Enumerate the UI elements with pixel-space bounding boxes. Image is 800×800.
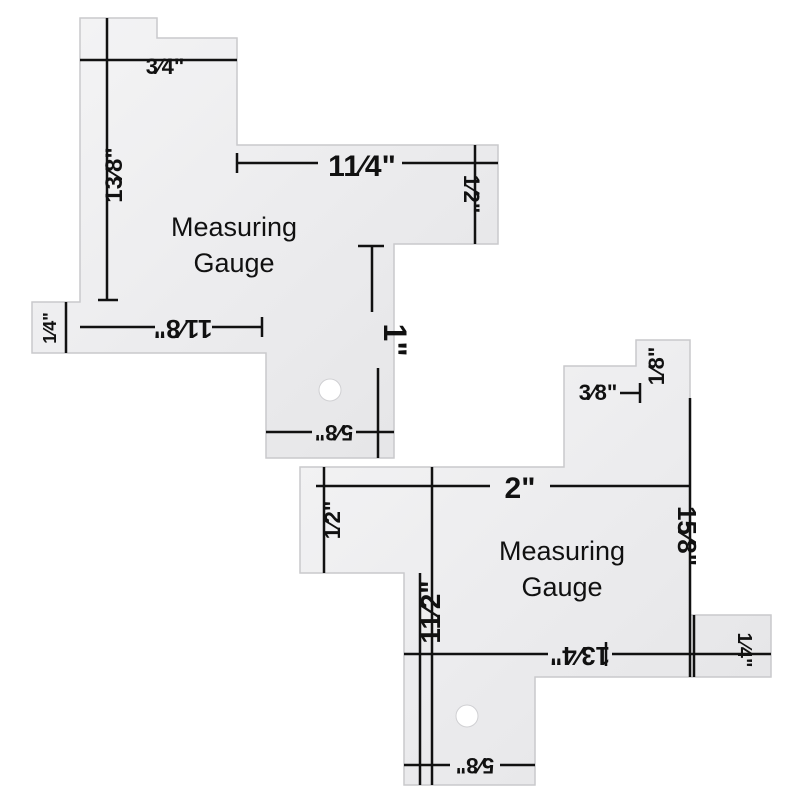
label-one-and-half-inch: 11⁄2" [415, 580, 446, 643]
label-five-eighths-inch: 5⁄8" [456, 753, 495, 778]
hanging-hole-2 [455, 704, 479, 728]
label-one-three-quarters-inch: 13⁄4" [550, 641, 610, 671]
gauge-title-line1: Measuring [171, 212, 297, 242]
label-quarter-inch: 1⁄4" [40, 312, 60, 344]
measure-lines-1 [64, 18, 498, 458]
gauge-title-line2: Gauge [521, 572, 602, 602]
gauge-plate-2 [299, 339, 772, 786]
gauge-title-line2: Gauge [193, 248, 274, 278]
label-three-eighths-inch: 3⁄8" [579, 380, 618, 405]
label-one-inch: 1" [377, 324, 413, 357]
measuring-gauge-2: Measuring Gauge 2" 1⁄8" 3⁄8" 1⁄2" 15⁄8" … [299, 339, 772, 786]
label-one-three-eighths-inch: 13⁄8" [101, 147, 128, 202]
label-three-quarter-inch: 3⁄4" [146, 54, 185, 79]
label-one-quarter-inch-big: 11⁄4" [328, 150, 396, 183]
label-half-inch: 1⁄2" [459, 175, 484, 214]
gauge-plate-1 [31, 17, 499, 459]
gauge-title-line1: Measuring [499, 536, 625, 566]
label-one-eighth-inch: 1⁄8" [644, 347, 669, 386]
label-quarter-inch: 1⁄4" [733, 632, 755, 667]
label-half-inch: 1⁄2" [320, 501, 345, 540]
label-five-eighths-inch: 5⁄8" [315, 420, 354, 445]
label-one-five-eighths-inch: 15⁄8" [672, 506, 702, 566]
hanging-hole-1 [318, 378, 342, 402]
measuring-gauge-1: Measuring Gauge 3⁄4" 13⁄8" 11⁄4" 1⁄2" 1"… [31, 17, 499, 459]
label-one-eighth-inch: 11⁄8" [154, 314, 213, 344]
label-two-inch: 2" [505, 472, 536, 505]
measure-lines-2 [316, 383, 771, 785]
